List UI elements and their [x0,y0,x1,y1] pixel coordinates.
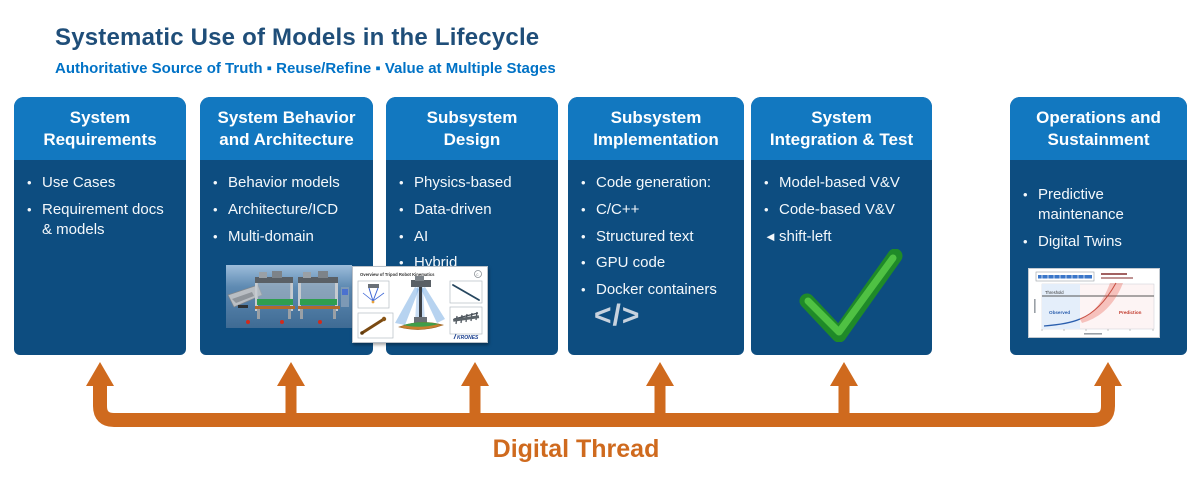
list-item: • Structured text [581,227,736,247]
stage-item-list: •Code generation:•C/C++•Structured text•… [568,160,744,300]
bullet-icon: • [581,201,586,217]
list-item: • Data-driven [399,200,550,220]
list-item-label: Digital Twins [1038,232,1122,250]
list-item-label: AI [414,227,429,245]
list-item: • Docker containers [581,280,736,300]
copyright-icon [474,270,482,278]
list-item: • Use Cases [27,173,178,193]
stage-header: Operations and Sustainment [1010,97,1187,160]
stage-item-list: • Behavior models • Architecture/ICD • Multi-… [200,160,373,246]
bullet-icon: • [213,228,218,244]
list-item-label: Multi-domain [228,227,314,245]
stage-system-requirements: System Requirements • Use Cases • Requireme… [14,97,186,355]
list-item: • Behavior models [213,173,365,193]
shift-left-arrow-icon: ◄ [764,228,777,244]
list-item-label: Architecture/ICD [228,200,339,218]
list-item: • C/C++ [581,200,736,220]
page-subtitle: Authoritative Source of Truth ▪ Reuse/Re… [55,60,556,77]
bullet-icon: • [213,201,218,217]
stage-header: System Behavior and Architecture [200,97,373,160]
list-item-label: Structured text [596,227,694,245]
stage-item-list: • Predictive maintenance • Digital Twins [1010,160,1187,251]
digital-thread-arrows [86,362,1122,427]
checkmark-icon [797,248,903,343]
bullet-icon: • [399,201,404,217]
bullet-icon: • [399,228,404,244]
observed-label: Observed [1049,310,1070,315]
stage-header: System Integration & Test [751,97,932,160]
stage-header: Subsystem Design [386,97,558,160]
list-item: • Physics-based [399,173,550,193]
bullet-icon: • [213,175,218,190]
list-item-label: Data-driven [414,200,492,218]
list-item-label: Code generation: [596,174,712,191]
machine-simulation-image [226,265,352,328]
tripod-image-title: Overview of Tripod Robot Kinematics [360,272,435,277]
bullet-icon: • [1023,233,1028,249]
bullet-icon: • [399,255,404,271]
list-item-label: Physics-based [414,174,512,191]
stage-item-list: •Model-based V&V•Code-based V&V◄shift-le… [751,160,932,246]
list-item-label: GPU code [596,254,666,272]
list-item-label: C/C++ [596,200,640,218]
bullet-icon: • [1023,187,1028,202]
threshold-label: Threshold [1045,290,1064,295]
prediction-label: Prediction [1119,310,1142,315]
code-icon: </> [594,299,641,332]
list-item-label: Docker containers [596,281,717,299]
bullet-icon: • [581,228,586,244]
list-item: • Requirement docs & models [27,200,178,240]
bullet-icon: • [27,175,32,190]
digital-thread-label: Digital Thread [492,435,660,463]
gantry-machine [255,271,295,319]
list-item: • Architecture/ICD [213,200,365,220]
list-item: ◄shift-left [764,227,924,247]
tripod-kinematics-image: Overview of Tripod Robot Kinematics c [352,266,488,343]
list-item: • Predictive maintenance [1023,185,1179,225]
bullet-icon: • [581,255,586,271]
page-title: Systematic Use of Models in the Lifecycl… [55,24,540,51]
list-item: • AI [399,227,550,247]
stage-item-list: •Physics-based•Data-driven•AI•Hybrid [386,160,558,273]
stage-header: System Requirements [14,97,186,160]
list-item: • Code generation: [581,173,736,193]
bullet-icon: • [27,201,32,217]
bullet-icon: • [581,175,586,190]
list-item-label: shift-left [779,227,832,245]
stage-item-list: • Use Cases • Requirement docs & models [14,160,186,239]
bullet-icon: • [581,282,586,298]
predictive-maintenance-chart: Threshold Observed Prediction [1028,268,1160,338]
stage-subsystem-implementation: Subsystem Implementation • Code generatio… [568,97,744,355]
gantry-machine [298,271,340,319]
list-item: • GPU code [581,253,736,273]
krones-logo: KRONES [457,335,479,341]
stage-header: Subsystem Implementation [568,97,744,160]
tripod-robot [395,276,445,330]
list-item-label: Code-based V&V [779,200,895,218]
list-item-label: Requirement docs & models [42,200,164,238]
list-item: • Digital Twins [1023,232,1179,252]
list-item-label: Use Cases [42,174,116,191]
bullet-icon: • [399,175,404,190]
list-item-label: Model-based V&V [779,174,900,191]
svg-text:c: c [476,272,479,277]
bullet-icon: • [764,201,769,217]
list-item: • Multi-domain [213,227,365,247]
list-item: • Code-based V&V [764,200,924,220]
bullet-icon: • [764,175,769,190]
stage-system-integration-test: System Integration & Test • Model-based V… [751,97,932,355]
list-item: • Model-based V&V [764,173,924,193]
list-item-label: Predictive maintenance [1038,186,1124,223]
list-item-label: Behavior models [228,174,340,191]
